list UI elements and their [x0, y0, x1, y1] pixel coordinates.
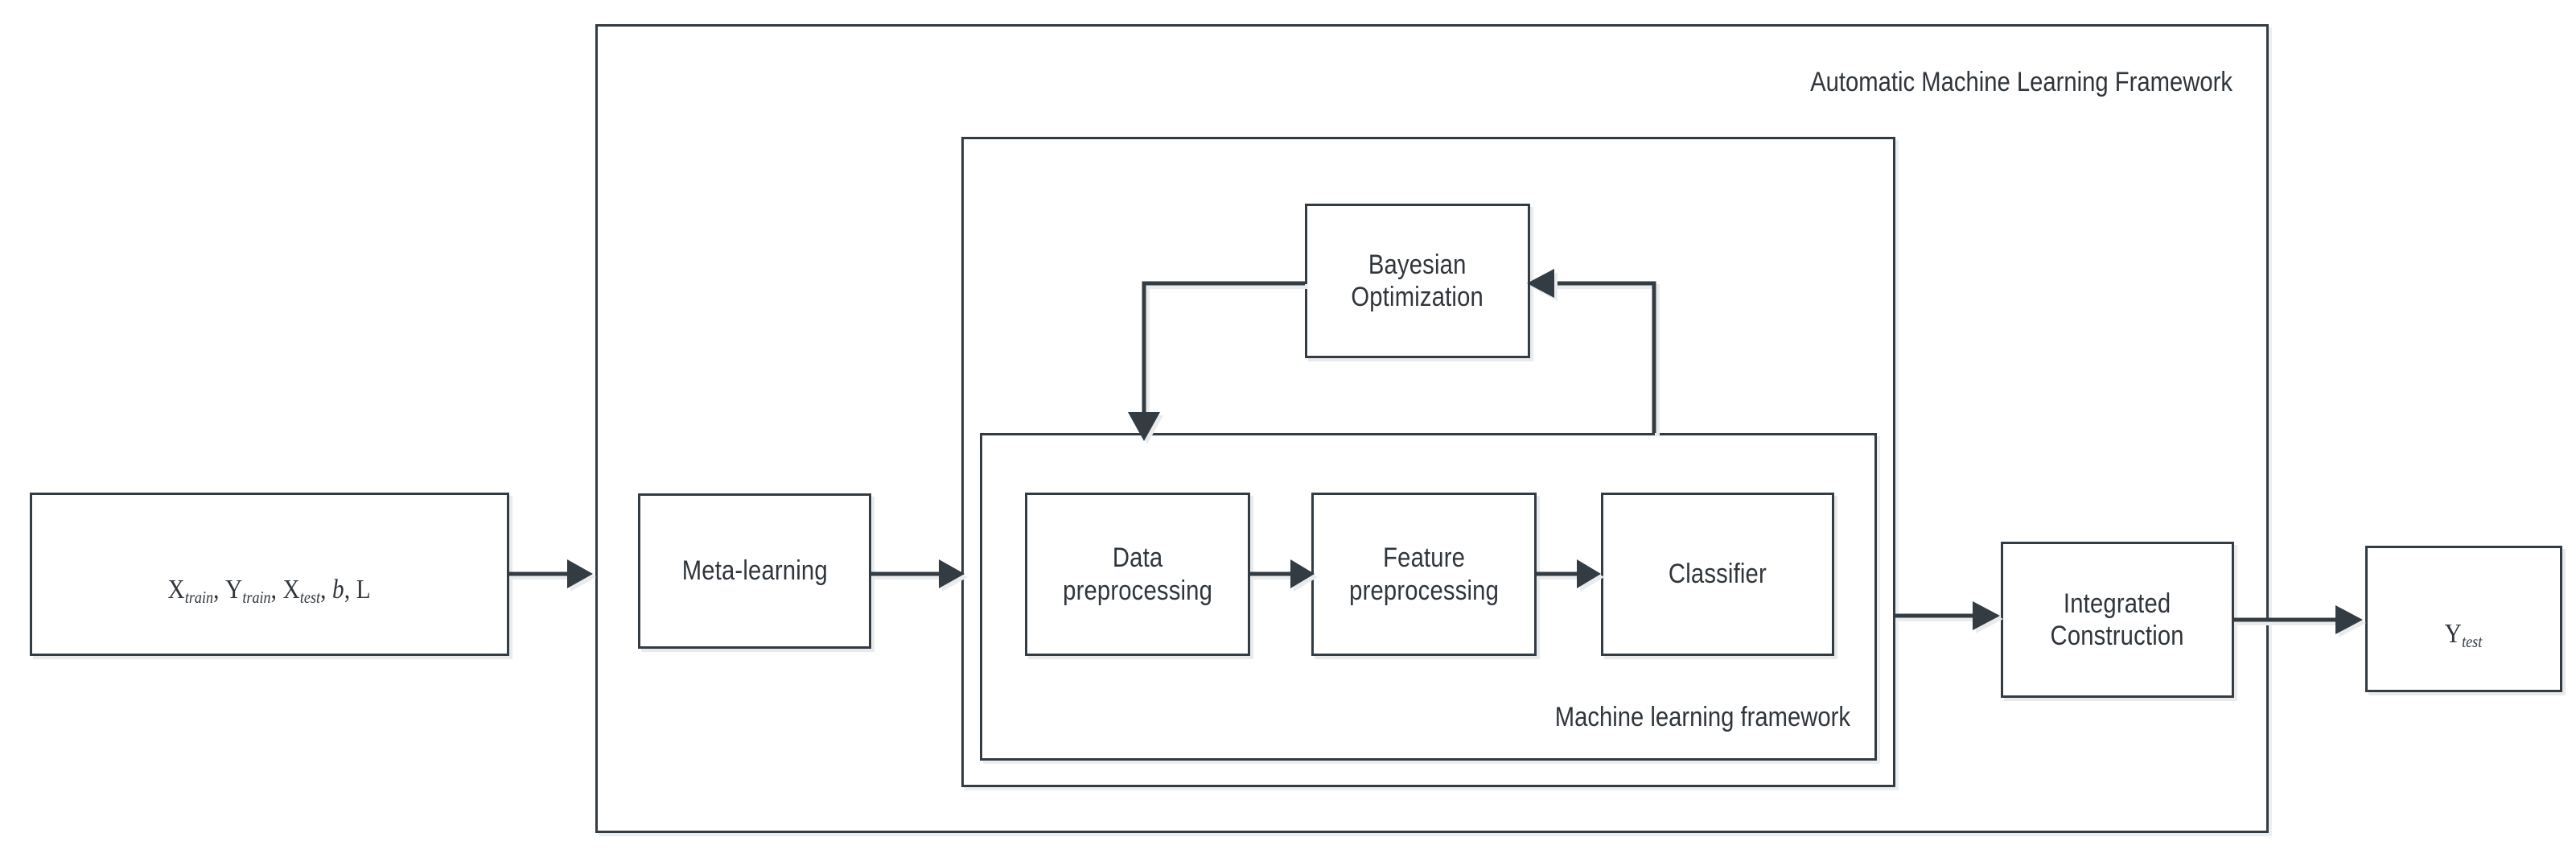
node-classifier[interactable]: Classifier [1601, 493, 1834, 656]
data-preprocessing-label: Data preprocessing [1063, 542, 1212, 606]
node-bayesian-optimization[interactable]: Bayesian Optimization [1305, 204, 1530, 358]
integrated-construction-label: Integrated Construction [2050, 588, 2185, 651]
feature-preprocessing-label: Feature preprocessing [1349, 542, 1499, 606]
meta-learning-label: Meta-learning [681, 555, 828, 587]
edge-input-to-framework [509, 559, 599, 668]
frame-automatic-machine-learning-framework [595, 24, 2269, 833]
frame-machine-learning-framework [980, 433, 1877, 761]
node-meta-learning[interactable]: Meta-learning [638, 493, 871, 649]
output-data-label: Ytest [2445, 619, 2483, 652]
bayesian-optimization-label: Bayesian Optimization [1351, 249, 1484, 312]
frame-optimization-region [961, 137, 1895, 787]
classifier-label: Classifier [1669, 559, 1767, 590]
node-integrated-construction[interactable]: Integrated Construction [2001, 542, 2234, 698]
node-data-preprocessing[interactable]: Data preprocessing [1025, 493, 1250, 656]
input-data-label: Xtrain, Ytrain, Xtest, b, L [167, 574, 372, 607]
frame-label-automatic-machine-learning-framework: Automatic Machine Learning Framework [1810, 67, 2232, 97]
node-output-data[interactable]: Ytest [2365, 546, 2562, 692]
frame-label-machine-learning-framework: Machine learning framework [1554, 702, 1850, 732]
node-input-data[interactable]: Xtrain, Ytrain, Xtest, b, L [30, 493, 509, 656]
node-feature-preprocessing[interactable]: Feature preprocessing [1311, 493, 1537, 656]
